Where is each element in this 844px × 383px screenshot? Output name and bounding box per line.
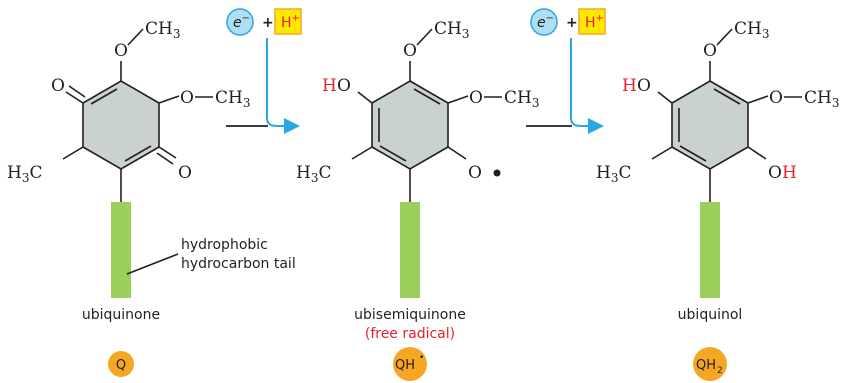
ring-ubiquinone — [82, 80, 160, 170]
plus-sign: + — [262, 15, 274, 31]
badge-subscript: 2 — [717, 366, 723, 376]
methyl-group: CH3 — [504, 88, 539, 110]
hydrocarbon-tail — [400, 202, 420, 298]
tail-annotation-line2: hydrocarbon tail — [181, 256, 296, 272]
molecule-name: ubiquinol — [678, 307, 743, 323]
molecule-subtitle: (free radical) — [365, 326, 455, 342]
bond — [447, 95, 469, 104]
badge-qh-radical — [393, 347, 427, 381]
methyl-group: H3C — [7, 163, 42, 185]
bond — [62, 146, 84, 160]
molecule-ubiquinol: O CH3 O CH3 H O O H H3C — [596, 19, 839, 202]
electron-label: e− — [537, 13, 554, 31]
molecule-ubisemiquinone: O CH3 O CH3 H O O H3C — [296, 19, 539, 202]
methyl-group: CH3 — [145, 19, 180, 41]
oxygen-atom: O — [337, 76, 351, 96]
hydrocarbon-tail — [111, 202, 131, 298]
molecule-name: ubiquinone — [82, 307, 160, 323]
oxygen-atom: O — [468, 163, 482, 183]
proton-label: H+ — [585, 13, 604, 31]
oxygen-atom: O — [180, 88, 194, 108]
badge-q — [108, 351, 134, 377]
oxygen-atom: O — [178, 163, 192, 183]
reagent-arrow-curve — [570, 117, 604, 134]
bond — [651, 146, 673, 160]
badge-label: Q — [116, 358, 126, 373]
ring-double-bond — [713, 88, 741, 105]
ring-ubisemiquinone — [371, 80, 449, 170]
plus-sign: + — [566, 15, 578, 31]
ring-double-bond — [124, 145, 152, 162]
electron-icon — [530, 8, 558, 36]
reaction-arrow-2: e− + H+ — [526, 8, 606, 134]
hydrogen-atom: H — [322, 76, 337, 96]
tail-annotation-leader — [126, 253, 179, 275]
oxygen-atom: O — [403, 41, 417, 61]
molecule-name: ubisemiquinone — [354, 307, 466, 323]
bond — [351, 146, 373, 160]
oxygen-atom: O — [114, 41, 128, 61]
methyl-group: CH3 — [215, 88, 250, 110]
tail-annotation-line1: hydrophobic — [181, 237, 268, 253]
ring-double-bond — [413, 88, 441, 105]
proton-icon — [578, 8, 606, 35]
ring-double-bond — [90, 88, 118, 105]
oxygen-atom: O — [768, 163, 782, 183]
bond — [156, 152, 174, 165]
hydrocarbon-tail — [700, 202, 720, 298]
bond — [447, 146, 467, 160]
bond — [158, 95, 180, 104]
radical-dot — [493, 169, 501, 177]
bond — [158, 146, 177, 159]
badge-qh2 — [693, 347, 727, 381]
badge-label: QH — [395, 358, 415, 373]
ring-double-bond — [679, 145, 707, 162]
oxygen-atom: O — [469, 88, 483, 108]
methyl-group: CH3 — [734, 19, 769, 41]
hydrogen-atom: H — [622, 76, 637, 96]
oxygen-atom: O — [769, 88, 783, 108]
reagent-arrow-curve — [266, 117, 300, 134]
proton-label: H+ — [281, 13, 300, 31]
reaction-arrow-1: e− + H+ — [226, 8, 302, 134]
proton-icon — [274, 8, 302, 35]
bond — [127, 28, 144, 46]
bond — [65, 91, 84, 104]
methyl-group: H3C — [296, 163, 331, 185]
oxygen-atom: O — [703, 41, 717, 61]
ring-ubiquinol — [671, 80, 749, 170]
oxygen-atom: O — [51, 76, 65, 96]
bond — [357, 91, 373, 104]
bond — [657, 91, 673, 104]
bond — [747, 146, 767, 160]
bond — [747, 95, 769, 104]
electron-icon — [226, 8, 254, 36]
methyl-group: CH3 — [434, 19, 469, 41]
badge-label: QH — [696, 358, 716, 373]
electron-label: e− — [233, 13, 250, 31]
oxygen-atom: O — [637, 76, 651, 96]
bond — [716, 28, 733, 46]
ring-double-bond — [379, 145, 407, 162]
bond — [68, 85, 86, 98]
molecule-ubiquinone: O CH3 O CH3 O O H3C — [7, 19, 250, 202]
badge-superscript: • — [419, 353, 424, 363]
bond — [416, 28, 433, 46]
methyl-group: H3C — [596, 163, 631, 185]
hydrogen-atom: H — [782, 163, 797, 183]
methyl-group: CH3 — [804, 88, 839, 110]
